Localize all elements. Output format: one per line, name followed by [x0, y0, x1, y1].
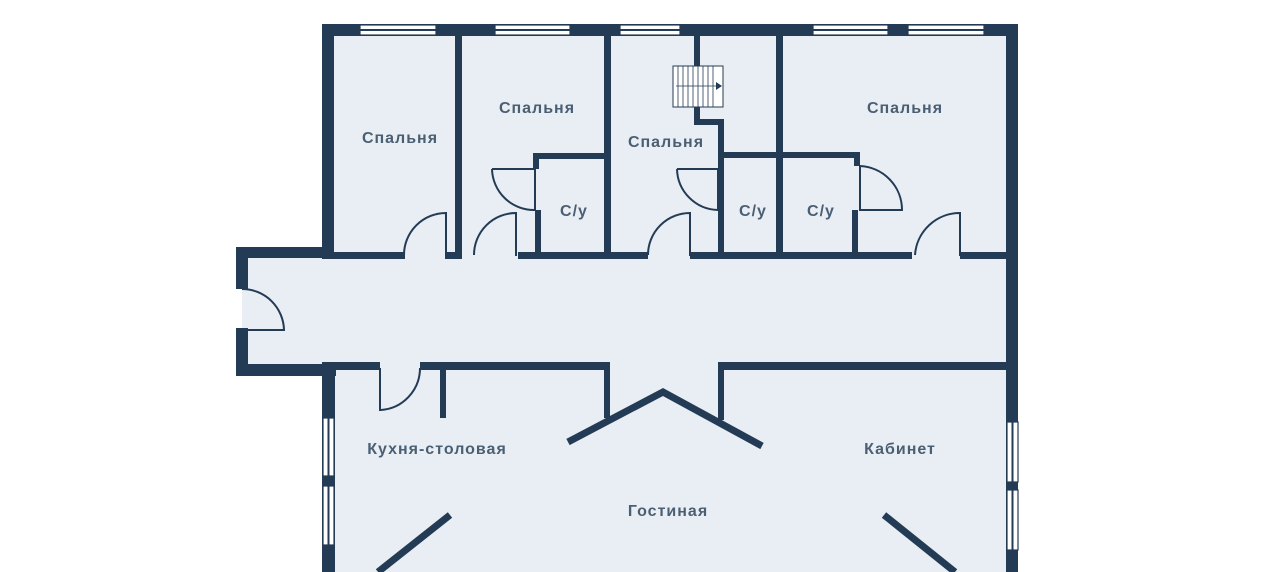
room-label-bedroom-4: Спальня [867, 100, 943, 117]
windows [322, 24, 1019, 551]
doors [241, 165, 961, 412]
room-label-bedroom-3: Спальня [628, 134, 704, 151]
angled-walls [375, 388, 958, 572]
room-label-study: Кабинет [864, 441, 936, 458]
room-label-bathroom-2: С/у [739, 203, 767, 220]
room-label-kitchen-dining: Кухня-столовая [367, 441, 507, 458]
room-label-bathroom-1: С/у [560, 203, 588, 220]
room-label-bedroom-2: Спальня [499, 100, 575, 117]
room-label-bedroom-1: Спальня [362, 130, 438, 147]
room-label-bathroom-3: С/у [807, 203, 835, 220]
room-labels: Спальня Спальня Спальня Спальня С/у С/у … [362, 100, 943, 520]
room-label-living-room: Гостиная [628, 503, 708, 520]
staircase-icon [672, 65, 724, 108]
